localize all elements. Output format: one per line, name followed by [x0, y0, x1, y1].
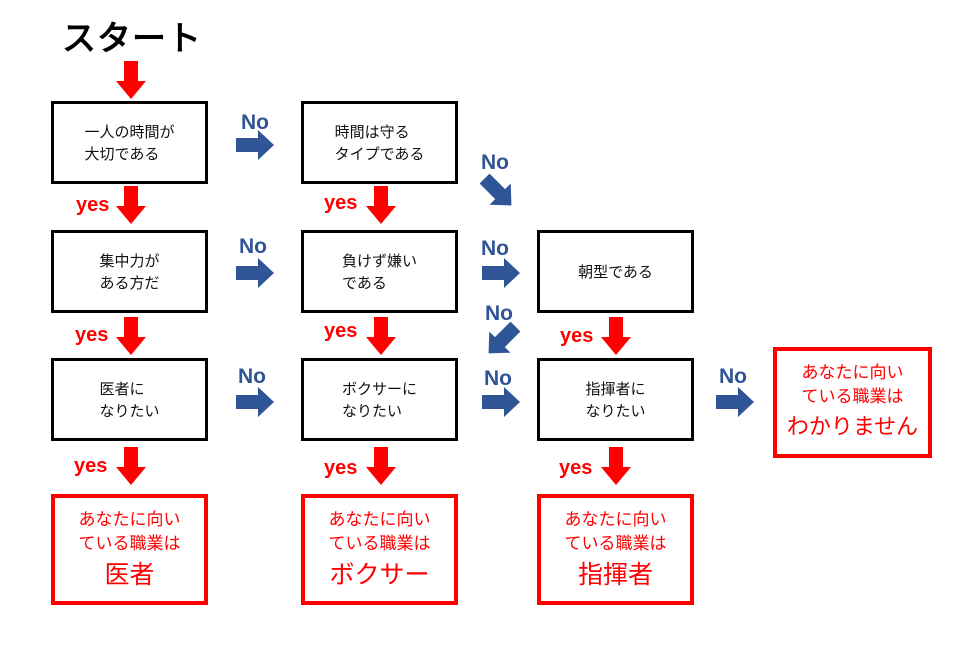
no-right-arrow-icon [482, 258, 520, 288]
question-text: 医者に なりたい [99, 379, 160, 420]
start-down-arrow-icon [116, 61, 146, 99]
yes-label: yes [75, 324, 109, 346]
result-box-doctor: あなたに向い ている職業は 医者 [51, 494, 208, 605]
no-right-arrow-icon [236, 258, 274, 288]
no-label: No [484, 367, 512, 390]
no-label: No [481, 237, 509, 260]
no-diagonal-down-right-arrow-icon [479, 173, 512, 206]
result-job: ボクサー [329, 559, 430, 589]
start-title: スタート [62, 19, 202, 59]
question-text: 集中力が ある方だ [99, 251, 160, 292]
no-label: No [481, 151, 509, 174]
question-text: ボクサーに なりたい [341, 379, 417, 420]
no-right-arrow-icon [236, 387, 274, 417]
yes-label: yes [324, 192, 358, 214]
yes-label: yes [324, 320, 358, 342]
result-job: 指揮者 [577, 559, 653, 589]
result-box-unknown: あなたに向い ている職業は わかりません [773, 347, 932, 458]
no-label: No [719, 365, 747, 388]
question-box-boxer: ボクサーに なりたい [301, 358, 458, 441]
no-right-arrow-icon [716, 387, 754, 417]
yes-label: yes [560, 325, 594, 347]
question-box-concentration: 集中力が ある方だ [51, 230, 208, 313]
no-label: No [241, 111, 269, 134]
result-line: あなたに向い [564, 509, 667, 530]
result-line: ている職業は [328, 533, 431, 554]
question-box-morning-person: 朝型である [537, 230, 694, 313]
yes-down-arrow-icon [366, 186, 396, 224]
yes-label: yes [324, 457, 358, 479]
result-box-boxer: あなたに向い ている職業は ボクサー [301, 494, 458, 605]
result-box-conductor: あなたに向い ている職業は 指揮者 [537, 494, 694, 605]
no-right-arrow-icon [236, 130, 274, 160]
question-text: 時間は守る タイプである [334, 122, 425, 163]
question-box-doctor: 医者に なりたい [51, 358, 208, 441]
result-line: あなたに向い [78, 509, 181, 530]
question-text: 指揮者に なりたい [585, 379, 646, 420]
yes-down-arrow-icon [116, 317, 146, 355]
no-diagonal-down-left-arrow-icon [488, 321, 521, 354]
result-job: わかりません [786, 414, 919, 440]
yes-down-arrow-icon [116, 186, 146, 224]
yes-label: yes [76, 194, 110, 216]
result-job: 医者 [104, 559, 155, 589]
yes-down-arrow-icon [366, 317, 396, 355]
yes-down-arrow-icon [116, 447, 146, 485]
result-line: あなたに向い [328, 509, 431, 530]
no-label: No [238, 365, 266, 388]
question-text: 一人の時間が 大切である [84, 122, 175, 163]
question-box-competitive: 負けず嫌い である [301, 230, 458, 313]
question-box-alone-time: 一人の時間が 大切である [51, 101, 208, 184]
result-line: ている職業は [564, 533, 667, 554]
question-box-conductor: 指揮者に なりたい [537, 358, 694, 441]
question-text: 朝型である [578, 262, 653, 281]
yes-label: yes [74, 455, 108, 477]
no-right-arrow-icon [482, 387, 520, 417]
result-line: あなたに向い [801, 362, 904, 383]
no-label: No [239, 235, 267, 258]
question-text: 負けず嫌い である [341, 251, 417, 292]
no-label: No [485, 302, 513, 325]
yes-down-arrow-icon [601, 447, 631, 485]
yes-down-arrow-icon [601, 317, 631, 355]
result-line: ている職業は [78, 533, 181, 554]
yes-label: yes [559, 457, 593, 479]
result-line: ている職業は [801, 386, 904, 407]
yes-down-arrow-icon [366, 447, 396, 485]
question-box-punctual: 時間は守る タイプである [301, 101, 458, 184]
